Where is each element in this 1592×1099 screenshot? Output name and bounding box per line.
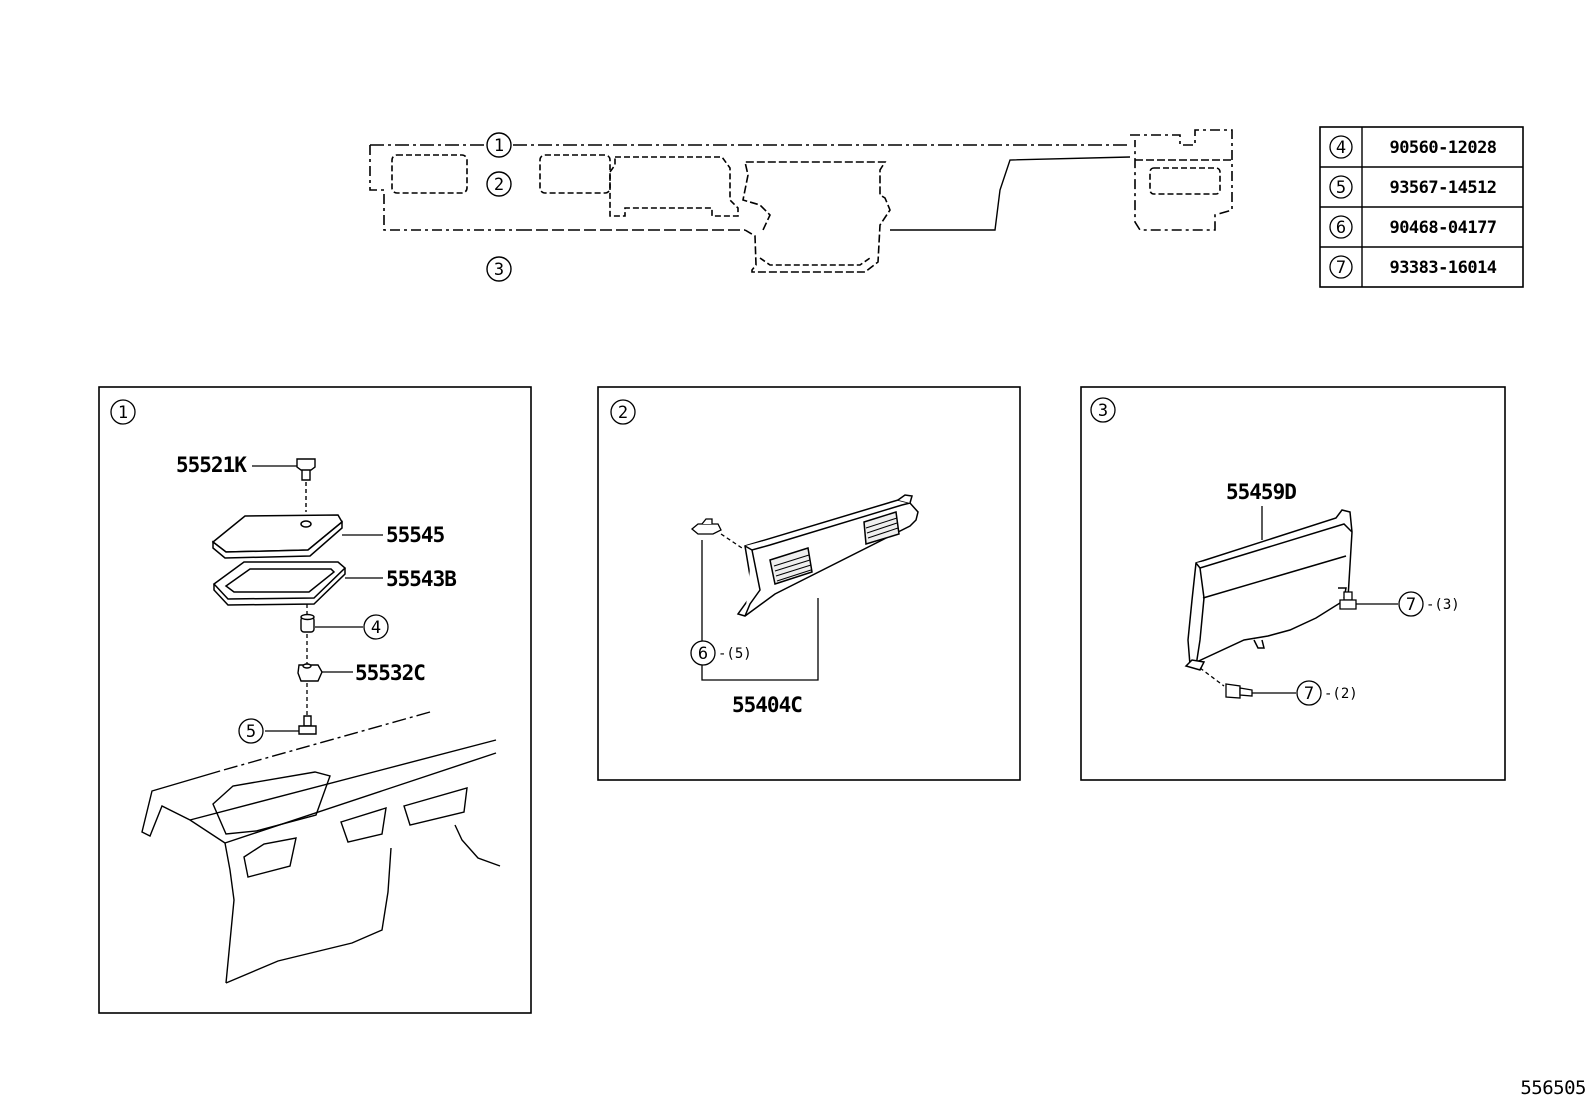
parts-table-row: 4 90560-12028 — [1329, 135, 1497, 159]
diagram-id: 556505 — [1520, 1077, 1586, 1099]
svg-text:7: 7 — [1304, 684, 1314, 704]
parts-table-row: 6 90468-04177 — [1329, 215, 1497, 239]
svg-text:7: 7 — [1336, 258, 1346, 278]
part-number: 90560-12028 — [1389, 138, 1496, 158]
part-number: 93383-16014 — [1389, 258, 1496, 278]
svg-text:5: 5 — [1336, 178, 1346, 198]
dashboard-section-drawing — [141, 711, 501, 984]
part-number: 90468-04177 — [1389, 218, 1496, 238]
label-55404c: 55404C — [732, 693, 802, 717]
svg-text:-(5): -(5) — [718, 646, 752, 662]
svg-text:4: 4 — [1336, 138, 1346, 158]
label-55521k: 55521K — [176, 453, 247, 477]
ref-callout-4: 4 — [363, 614, 389, 640]
screw-5-drawing — [298, 715, 317, 735]
svg-text:4: 4 — [371, 618, 381, 638]
panel-index: 1 — [118, 403, 128, 423]
svg-text:6: 6 — [698, 644, 708, 664]
detail-panel-3: 3 55459D 7 -(3) — [1080, 386, 1506, 781]
nut-4-drawing — [300, 613, 315, 633]
svg-text:-(3): -(3) — [1426, 597, 1460, 613]
panel-index: 3 — [1098, 401, 1108, 421]
label-55459d: 55459D — [1226, 480, 1296, 504]
detail-panel-2: 2 6 -(5) 55404C — [597, 386, 1021, 781]
svg-text:2: 2 — [494, 175, 504, 195]
parts-table: 4 90560-12028 5 93567-14512 6 90468-0417… — [1319, 126, 1524, 288]
svg-text:5: 5 — [246, 722, 256, 742]
svg-text:3: 3 — [494, 260, 504, 280]
screw-7-bottom-drawing — [1225, 683, 1253, 699]
clip-55521k-drawing — [296, 458, 316, 512]
svg-text:-(2): -(2) — [1324, 686, 1358, 702]
overview-callout-1: 1 — [486, 132, 512, 158]
svg-text:7: 7 — [1406, 595, 1416, 615]
ref-callout-6: 6 -(5) — [690, 640, 752, 666]
parts-table-row: 7 93383-16014 — [1329, 255, 1497, 279]
label-55543b: 55543B — [386, 567, 456, 591]
overview-callout-2: 2 — [486, 171, 512, 197]
clip-55532c-drawing — [297, 663, 323, 682]
label-55545: 55545 — [386, 523, 445, 547]
panel-index: 2 — [618, 403, 628, 423]
part-number: 93567-14512 — [1389, 178, 1496, 198]
parts-table-row: 5 93567-14512 — [1329, 175, 1497, 199]
clip-7-top-drawing — [1339, 591, 1357, 610]
gasket-55543b-drawing — [212, 561, 347, 606]
ref-callout-7-bottom: 7 -(2) — [1296, 680, 1358, 706]
clip-6-drawing — [690, 518, 722, 535]
detail-panel-1: 1 55521K 55545 55543B — [98, 386, 532, 1014]
register-louvers — [773, 517, 899, 582]
lid-55545-drawing — [211, 514, 343, 559]
overview-callout-3: 3 — [486, 256, 512, 282]
ref-callout-7-top: 7 -(3) — [1398, 591, 1460, 617]
register-55404c-drawing — [736, 494, 919, 617]
cover-55459d-drawing — [1184, 509, 1353, 671]
ref-callout-5: 5 — [238, 718, 264, 744]
overview-dashboard-outline — [369, 129, 1233, 273]
label-55532c: 55532C — [355, 661, 425, 685]
svg-text:1: 1 — [494, 136, 504, 156]
svg-text:6: 6 — [1336, 218, 1346, 238]
